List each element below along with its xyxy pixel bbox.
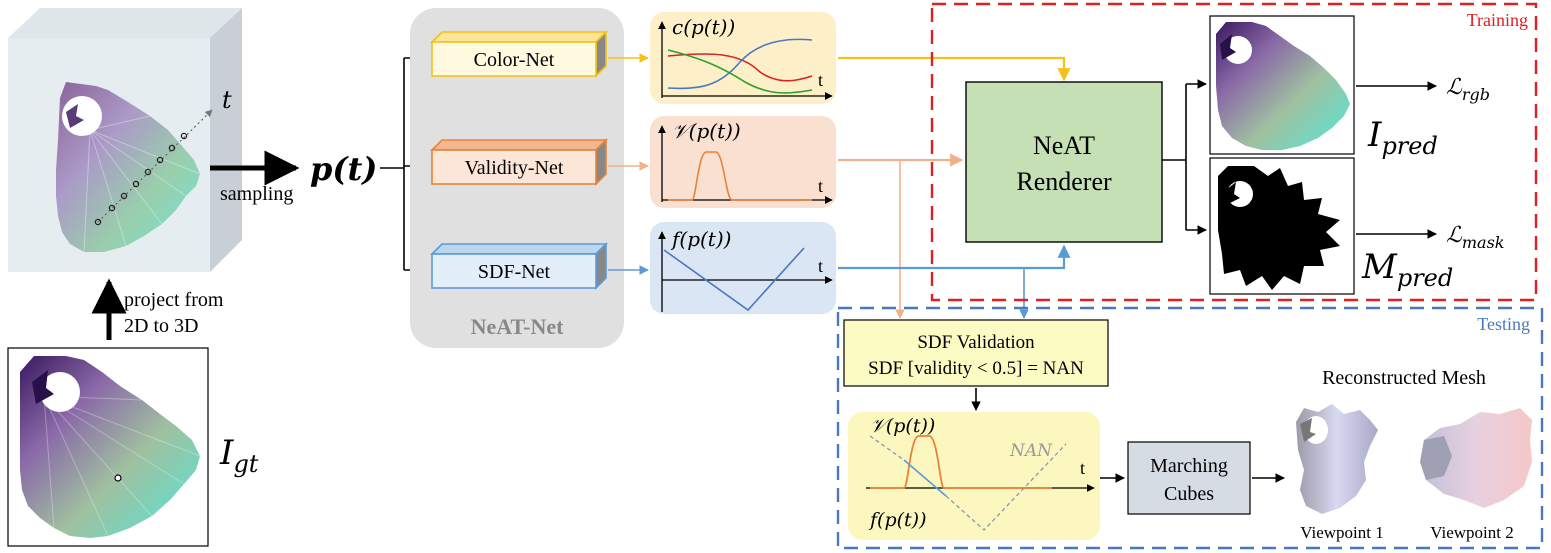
- gt-label: Igt: [219, 433, 259, 478]
- validity-net-label: Validity-Net: [465, 157, 564, 179]
- sdf-to-renderer-arrow: [838, 244, 1071, 270]
- validated-plot-t: t: [1080, 458, 1085, 478]
- training-panel: Training: [930, 2, 1538, 302]
- validated-sdf-plot: 𝒱(p(t)) f(p(t)) NAN t: [848, 412, 1100, 540]
- sdf-validation-block: SDF Validation SDF [validity < 0.5] = NA…: [843, 319, 1109, 387]
- nan-label: NAN: [1009, 441, 1053, 461]
- mesh-viewpoint-1: [1296, 404, 1378, 514]
- marching-cubes-block: Marching Cubes: [1127, 441, 1251, 515]
- validity-plot: 𝒱(p(t)) t: [650, 116, 836, 208]
- sdf-plot-t: t: [818, 256, 823, 276]
- t-axis-label: t: [222, 86, 232, 114]
- validation-label-2: SDF [validity < 0.5] = NAN: [868, 358, 1084, 379]
- validation-label-1: SDF Validation: [917, 332, 1035, 353]
- sampling-label: sampling: [220, 183, 293, 205]
- mesh-title: Reconstructed Mesh: [1322, 367, 1486, 389]
- project-label-1: project from: [124, 289, 224, 311]
- color-plot-t: t: [818, 70, 823, 90]
- viewpoint2-label: Viewpoint 2: [1430, 523, 1514, 542]
- neat-net-title: NeAT-Net: [471, 314, 565, 339]
- ray-sample-points: [94, 132, 188, 226]
- sdf-plot-label-testing: f(p(t)): [868, 509, 926, 531]
- color-net-label: Color-Net: [474, 49, 555, 71]
- loss-rgb-label: ℒrgb: [1446, 75, 1490, 104]
- mesh-viewpoint-2: [1420, 408, 1532, 508]
- sdf-net-block: SDF-Net: [430, 242, 608, 290]
- training-title: Training: [1467, 10, 1528, 30]
- color-plot-label: c(p(t)): [672, 15, 735, 39]
- neat-renderer-block: NeAT Renderer: [965, 81, 1163, 243]
- project-label-2: 2D to 3D: [124, 315, 198, 337]
- point-label: p(t): [310, 150, 377, 188]
- gt-image: [7, 347, 209, 547]
- color-net-block: Color-Net: [430, 30, 608, 78]
- renderer-label-1: NeAT: [1033, 131, 1095, 160]
- validity-net-block: Validity-Net: [430, 138, 608, 186]
- ray-line: [97, 109, 213, 223]
- viewpoint1-label: Viewpoint 1: [1300, 523, 1384, 542]
- pred-image: [1209, 15, 1355, 155]
- sdf-net-label: SDF-Net: [478, 261, 551, 283]
- marching-label-1: Marching: [1150, 455, 1228, 477]
- sampling-volume: t: [8, 8, 242, 272]
- valid-plot-label: 𝒱(p(t)): [870, 415, 935, 437]
- color-to-renderer-arrow: [838, 56, 1071, 82]
- sdf-plot-label: f(p(t)): [670, 227, 731, 251]
- validity-plot-t: t: [818, 176, 823, 196]
- testing-panel: Testing: [836, 306, 1544, 550]
- pred-mask: [1209, 157, 1355, 295]
- renderer-label-2: Renderer: [1016, 167, 1112, 196]
- pred-image-label: Ipred: [1367, 115, 1438, 160]
- loss-mask-label: ℒmask: [1446, 223, 1504, 252]
- renderer-output-arrows: [1162, 79, 1207, 235]
- validity-plot-label: 𝒱(p(t)): [672, 119, 741, 143]
- testing-title: Testing: [1477, 314, 1530, 334]
- sdf-plot: f(p(t)) t: [650, 222, 836, 314]
- fan-object-3d: [56, 82, 201, 253]
- marching-label-2: Cubes: [1164, 483, 1214, 505]
- pred-mask-label: Mpred: [1361, 247, 1453, 292]
- color-plot: c(p(t)) t: [650, 12, 836, 104]
